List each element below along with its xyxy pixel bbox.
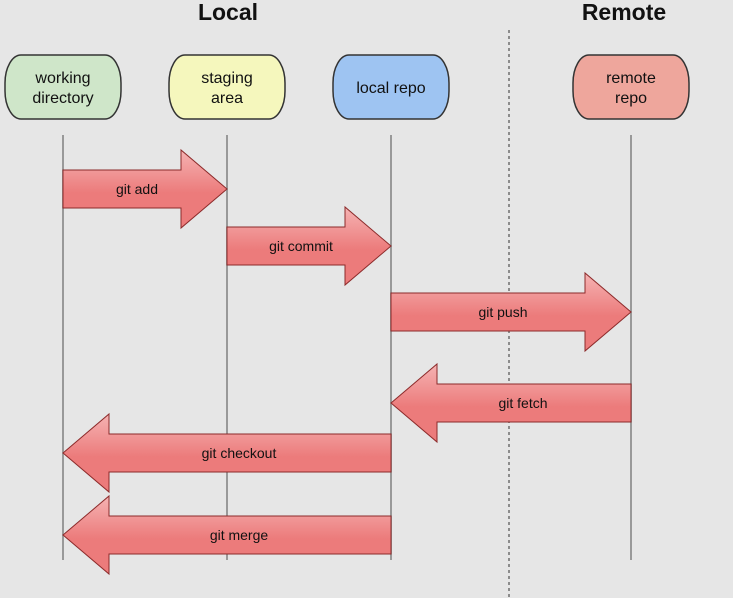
- node-working-directory: working directory: [4, 54, 122, 120]
- section-title-local: Local: [198, 0, 258, 25]
- arrow-label-git-commit: git commit: [269, 238, 333, 254]
- node-remote-repo: remote repo: [572, 54, 690, 120]
- arrow-label-git-checkout: git checkout: [202, 445, 277, 461]
- arrow-label-git-add: git add: [116, 181, 158, 197]
- arrow-label-git-push: git push: [478, 304, 527, 320]
- node-label-working-directory: working: [34, 70, 90, 87]
- arrow-git-merge: git merge: [62, 494, 392, 576]
- arrow-shape-git-push: [390, 271, 632, 353]
- node-staging-area: staging area: [168, 54, 286, 120]
- arrow-shape-git-merge: [62, 494, 392, 576]
- node-label-remote-repo: repo: [615, 90, 647, 107]
- arrow-label-git-merge: git merge: [210, 527, 269, 543]
- arrow-shape-git-commit: [226, 205, 392, 287]
- arrow-git-checkout: git checkout: [62, 412, 392, 494]
- arrow-label-git-fetch: git fetch: [498, 395, 547, 411]
- node-box-working-directory: [4, 54, 122, 120]
- node-box-local-repo: [332, 54, 450, 120]
- node-local-repo: local repo: [332, 54, 450, 120]
- node-label-local-repo: local repo: [356, 80, 425, 97]
- arrow-shape-git-fetch: [390, 362, 632, 444]
- node-box-staging-area: [168, 54, 286, 120]
- arrow-git-add: git add: [62, 148, 228, 230]
- arrow-git-fetch: git fetch: [390, 362, 632, 444]
- arrow-git-commit: git commit: [226, 205, 392, 287]
- node-label-working-directory: directory: [32, 90, 93, 107]
- arrow-git-push: git push: [390, 271, 632, 353]
- node-label-staging-area: staging: [201, 70, 253, 87]
- node-box-remote-repo: [572, 54, 690, 120]
- arrow-shape-git-add: [62, 148, 228, 230]
- node-label-staging-area: area: [211, 90, 243, 107]
- arrow-shape-git-checkout: [62, 412, 392, 494]
- section-title-remote: Remote: [582, 0, 666, 25]
- node-label-remote-repo: remote: [606, 70, 656, 87]
